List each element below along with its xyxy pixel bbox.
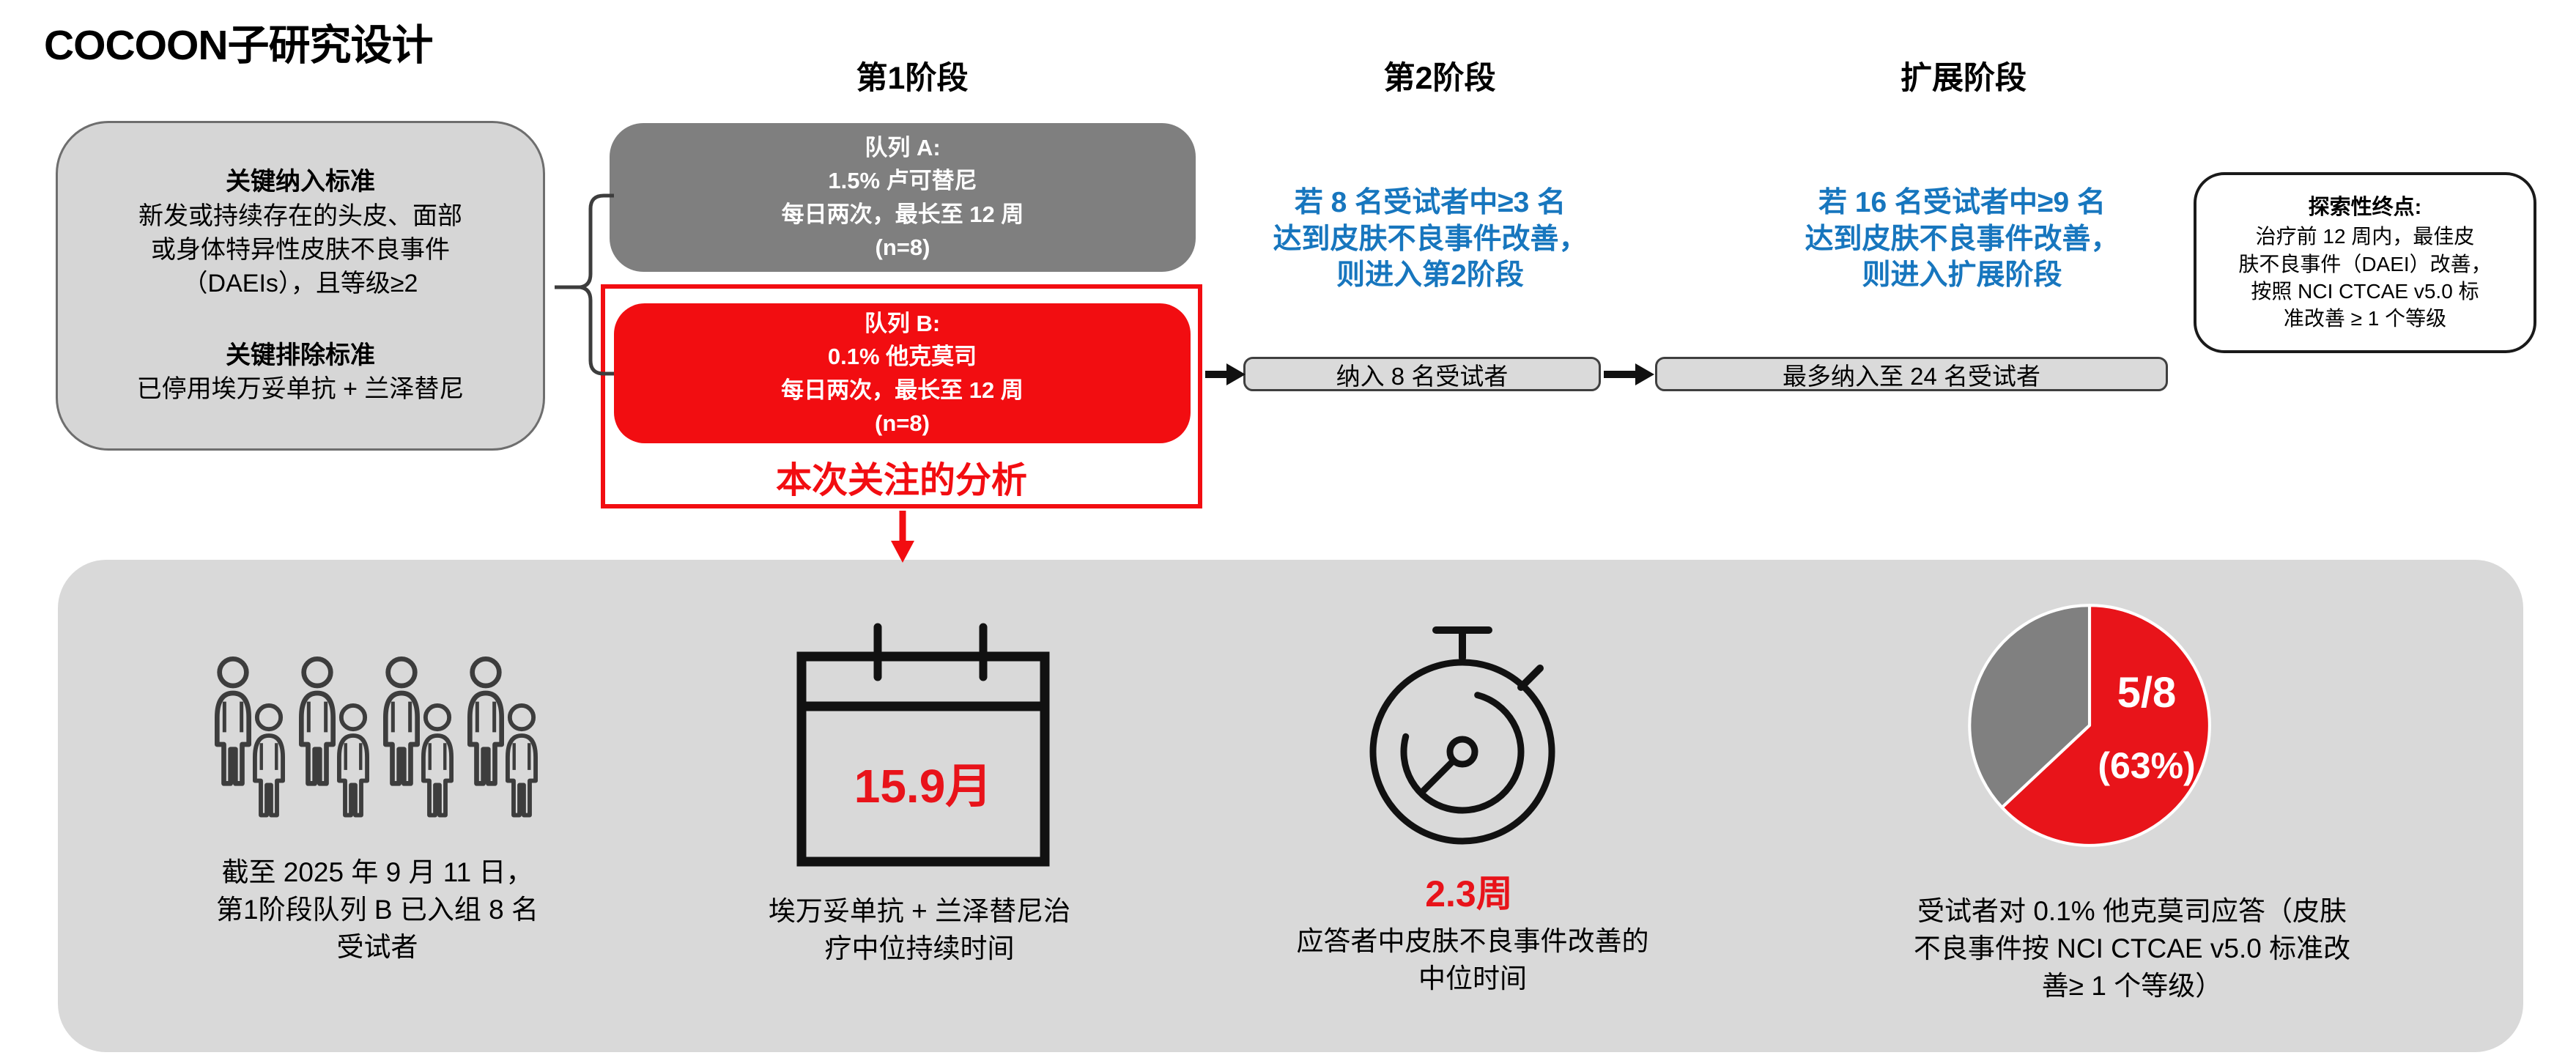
median-duration-value: 15.9月 <box>854 760 993 813</box>
enrollment-caption: 截至 2025 年 9 月 11 日， 第1阶段队列 B 已入组 8 名 受试者 <box>216 857 538 963</box>
phase1-header: 第1阶段 <box>856 61 969 96</box>
people-group-icon <box>321 690 385 846</box>
cohort-a-label: 队列 A: 1.5% 卢可替尼 每日两次，最长至 12 周 (n=8) <box>781 135 1024 260</box>
duration-caption: 埃万妥单抗 + 兰泽替尼治 疗中位持续时间 <box>768 896 1071 964</box>
arrow-to-expansion-head <box>1635 363 1654 385</box>
pie-slice-nonresponders <box>1968 604 2092 810</box>
focus-outline-box <box>601 284 1202 508</box>
expansion-enrollment-bar: 最多纳入至 24 名受试者 <box>1655 357 2168 391</box>
calendar-icon <box>796 623 1050 867</box>
cohort-a-box: 队列 A: 1.5% 卢可替尼 每日两次，最长至 12 周 (n=8) <box>610 123 1196 272</box>
people-group-icon <box>489 690 554 846</box>
pie-slice-responders <box>2000 604 2211 847</box>
median-improvement-time-value: 2.3周 <box>1425 873 1513 914</box>
improvement-time-caption: 应答者中皮肤不良事件改善的 中位时间 <box>1296 926 1649 994</box>
page-title: COCOON子研究设计 <box>44 22 433 69</box>
people-group-icon <box>237 690 301 846</box>
phase2-enrollment-label: 纳入 8 名受试者 <box>1336 362 1509 390</box>
phase2-enrollment-bar: 纳入 8 名受试者 <box>1243 357 1601 391</box>
endpoint-title: 探索性终点: <box>2308 195 2422 219</box>
pie-fraction-label: 5/8 <box>2117 669 2177 717</box>
exclusion-criteria-title: 关键排除标准 <box>226 341 375 370</box>
response-caption: 受试者对 0.1% 他克莫司应答（皮肤 不良事件按 NCI CTCAE v5.0… <box>1913 896 2351 1002</box>
inclusion-criteria-body: 新发或持续存在的头皮、面部 或身体特异性皮肤不良事件 （DAEIs），且等级≥2 <box>138 201 462 297</box>
expansion-enrollment-label: 最多纳入至 24 名受试者 <box>1782 362 2041 390</box>
endpoint-body: 治疗前 12 周内，最佳皮 肤不良事件（DAEI）改善， 按照 NCI CTCA… <box>2238 225 2492 330</box>
response-pie-chart <box>1968 604 2211 847</box>
focus-analysis-label: 本次关注的分析 <box>775 461 1027 500</box>
criteria-box: 关键纳入标准 新发或持续存在的头皮、面部 或身体特异性皮肤不良事件 （DAEIs… <box>56 121 545 451</box>
people-group-icon <box>405 690 470 846</box>
expansion-gate-text: 若 16 名受试者中≥9 名 达到皮肤不良事件改善， 则进入扩展阶段 <box>1805 187 2120 292</box>
exploratory-endpoint-box: 探索性终点: 治疗前 12 周内，最佳皮 肤不良事件（DAEI）改善， 按照 N… <box>2194 172 2536 353</box>
expansion-header: 扩展阶段 <box>1900 61 2027 96</box>
stopwatch-icon <box>1369 626 1555 845</box>
phase2-gate-text: 若 8 名受试者中≥3 名 达到皮肤不良事件改善， 则进入第2阶段 <box>1273 187 1588 292</box>
exclusion-criteria-body: 已停用埃万妥单抗 + 兰泽替尼 <box>136 375 465 404</box>
inclusion-criteria-title: 关键纳入标准 <box>226 168 375 196</box>
cohort-b-label: 队列 B: 0.1% 他克莫司 每日两次，最长至 12 周 (n=8) <box>781 311 1024 436</box>
pie-percent-label: (63%) <box>2098 745 2196 786</box>
phase2-header: 第2阶段 <box>1383 61 1496 96</box>
cohort-b-box: 队列 B: 0.1% 他克莫司 每日两次，最长至 12 周 (n=8) <box>614 303 1191 443</box>
